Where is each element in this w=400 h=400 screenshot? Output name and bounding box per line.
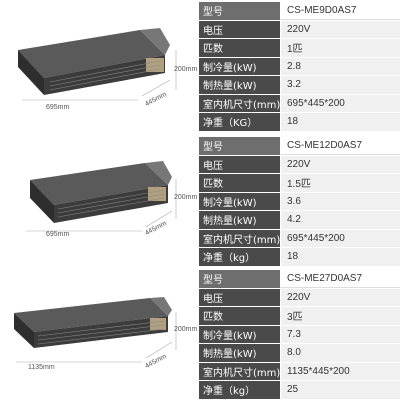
dimension-height: 200mm xyxy=(174,194,198,201)
spec-value: 2.8 xyxy=(280,57,400,75)
spec-label: 型号 xyxy=(199,137,280,155)
spec-value: 1135*445*200 xyxy=(280,362,400,380)
spec-value: 7.3 xyxy=(280,325,400,343)
dimension-height: 200mm xyxy=(174,66,198,73)
spec-label: 制冷量(kW) xyxy=(199,325,280,343)
spec-row: 净重（KG）18 xyxy=(199,113,400,132)
spec-row: 室内机尺寸(mm)1135*445*200 xyxy=(199,362,400,381)
spec-row: 制热量(kW)3.2 xyxy=(199,76,400,95)
spec-value: CS-ME12D0AS7 xyxy=(280,137,400,155)
spec-row: 制冷量(kW)3.6 xyxy=(199,192,400,211)
ducted-unit-image xyxy=(14,297,177,363)
spec-value: 1.5匹 xyxy=(280,174,400,192)
spec-label: 室内机尺寸(mm) xyxy=(199,362,280,380)
spec-label: 电压 xyxy=(199,155,280,173)
spec-label: 室内机尺寸(mm) xyxy=(199,229,280,247)
spec-value: 25 xyxy=(280,381,400,399)
spec-label: 匹数 xyxy=(199,174,280,192)
spec-value: 695*445*200 xyxy=(280,229,400,247)
spec-label: 净重（KG） xyxy=(199,113,280,131)
spec-label: 匹数 xyxy=(199,307,280,325)
dimension-height: 200mm xyxy=(174,326,198,333)
spec-value: 8.0 xyxy=(280,344,400,362)
spec-row: 制热量(kW)8.0 xyxy=(199,344,400,363)
spec-row: 制冷量(kW)7.3 xyxy=(199,325,400,344)
spec-label: 制热量(kW) xyxy=(199,344,280,362)
spec-value: 220V xyxy=(280,155,400,173)
spec-row: 室内机尺寸(mm)695*445*200 xyxy=(199,229,400,248)
dimension-width: 695mm xyxy=(46,231,70,238)
spec-value: 1匹 xyxy=(280,39,400,57)
spec-label: 室内机尺寸(mm) xyxy=(199,94,280,112)
spec-value: CS-ME9D0AS7 xyxy=(280,2,400,20)
spec-value: 18 xyxy=(280,113,400,131)
spec-label: 电压 xyxy=(199,288,280,306)
dimension-width: 1135mm xyxy=(28,364,55,371)
spec-label: 型号 xyxy=(199,270,280,288)
spec-row: 净重（kg）25 xyxy=(199,381,400,400)
ducted-unit-image xyxy=(26,161,177,232)
spec-value: CS-ME27D0AS7 xyxy=(280,270,400,288)
spec-row: 室内机尺寸(mm)695*445*200 xyxy=(199,94,400,113)
spec-label: 制热量(kW) xyxy=(199,211,280,229)
spec-label: 型号 xyxy=(199,2,280,20)
spec-value: 220V xyxy=(280,20,400,38)
spec-value: 4.2 xyxy=(280,211,400,229)
product-image-3: 1135mm 445mm 200mm xyxy=(0,268,197,396)
spec-label: 制冷量(kW) xyxy=(199,57,280,75)
product-image-2: 695mm 445mm 200mm xyxy=(0,135,197,263)
spec-label: 制冷量(kW) xyxy=(199,192,280,210)
spec-value: 220V xyxy=(280,288,400,306)
ducted-unit-image xyxy=(18,28,177,101)
spec-value: 695*445*200 xyxy=(280,94,400,112)
spec-label: 电压 xyxy=(199,20,280,38)
dimension-width: 695mm xyxy=(46,104,70,111)
spec-label: 制热量(kW) xyxy=(199,76,280,94)
spec-row: 制冷量(kW)2.8 xyxy=(199,57,400,76)
spec-label: 净重（kg） xyxy=(199,381,280,399)
spec-label: 匹数 xyxy=(199,39,280,57)
spec-value: 3匹 xyxy=(280,307,400,325)
spec-row: 净重（kg）18 xyxy=(199,248,400,267)
spec-value: 18 xyxy=(280,248,400,266)
spec-label: 净重（kg） xyxy=(199,248,280,266)
spec-value: 3.2 xyxy=(280,76,400,94)
spec-row: 制热量(kW)4.2 xyxy=(199,211,400,230)
spec-value: 3.6 xyxy=(280,192,400,210)
product-image-1: 695mm 445mm 200mm xyxy=(0,0,197,128)
